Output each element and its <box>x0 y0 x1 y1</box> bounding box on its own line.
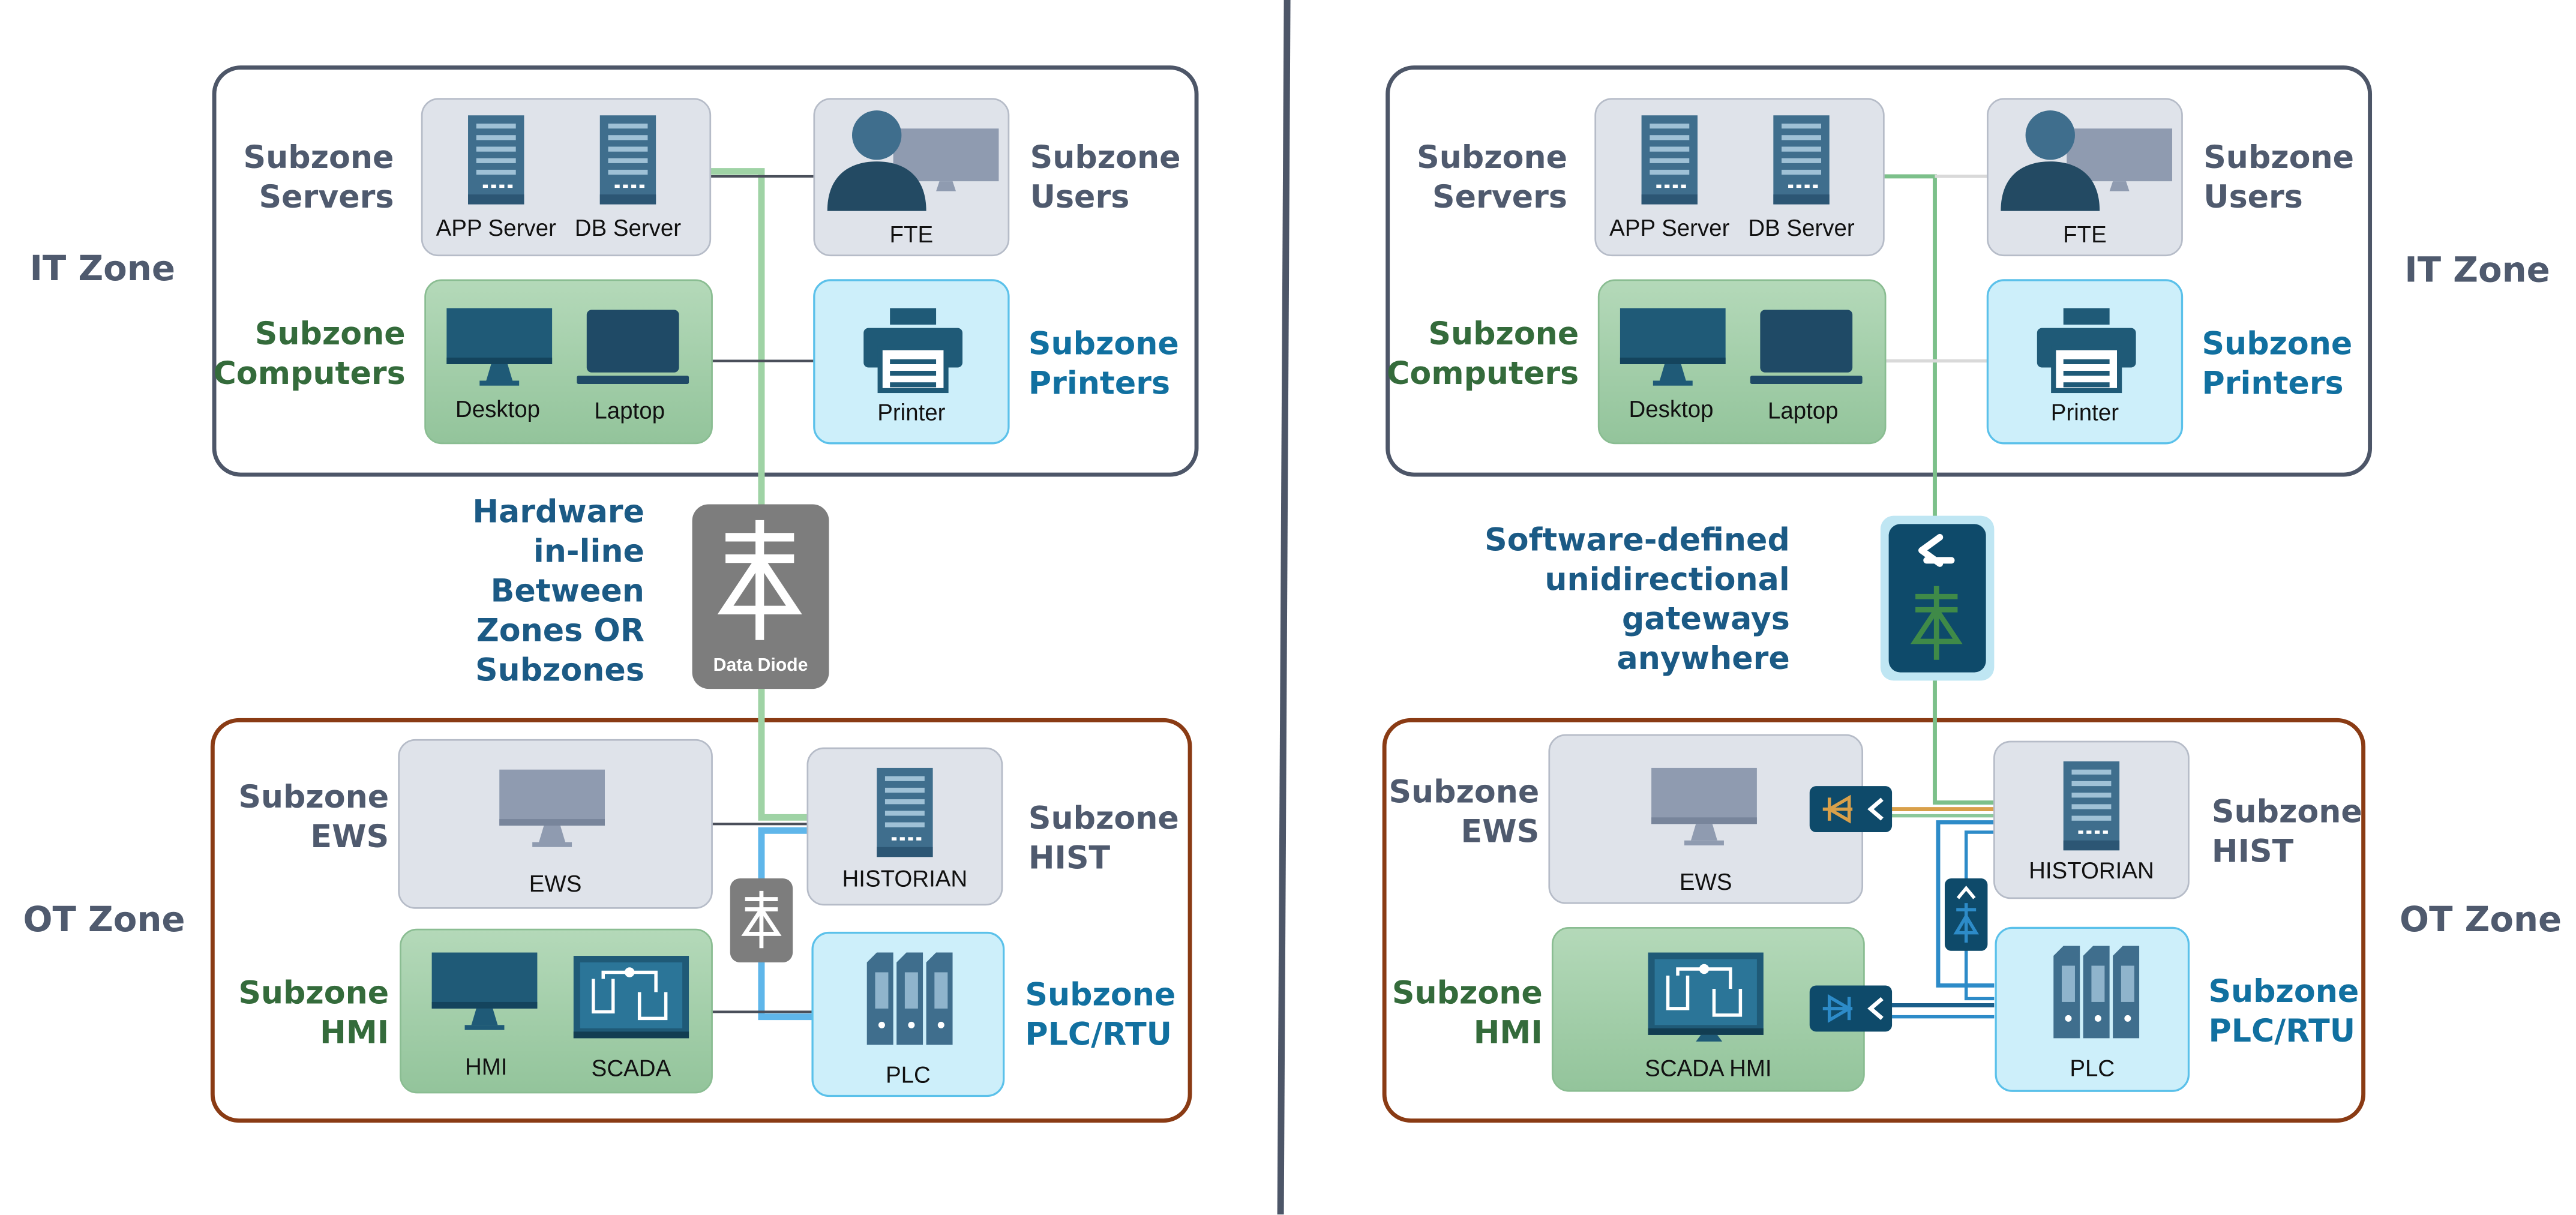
right-computers-label: Subzone Computers <box>1387 316 1579 392</box>
hmi-gateway-icon <box>1809 985 1893 1032</box>
desktop-label: Desktop <box>1629 395 1714 422</box>
hmi-label: HMI <box>464 1053 508 1080</box>
left-servers-label: Subzone Servers <box>243 140 394 216</box>
gateway-caption: Software-defined unidirectional gateways… <box>1485 522 1790 677</box>
left-hmi-label: Subzone HMI <box>238 975 389 1052</box>
right-hist-label: Subzone HIST <box>2211 794 2362 871</box>
right-plc-label: Subzone PLC/RTU <box>2208 974 2359 1050</box>
db-server-label: DB Server <box>1748 214 1855 241</box>
right-printers-label: Subzone Printers <box>2202 326 2353 403</box>
left-ews-label: Subzone EWS <box>238 779 389 856</box>
plc-icon <box>866 952 953 1045</box>
scada-hmi-icon <box>1648 953 1764 1035</box>
db-server-icon <box>1773 115 1830 205</box>
right-it-zone-title: IT Zone <box>2404 250 2550 290</box>
scada-label: SCADA <box>591 1054 671 1081</box>
ews-gateway-icon <box>1809 786 1893 833</box>
plc-label: PLC <box>2070 1054 2115 1081</box>
desktop-label: Desktop <box>455 395 540 422</box>
left-it-zone-title: IT Zone <box>29 248 175 289</box>
laptop-label: Laptop <box>594 397 665 424</box>
laptop-label: Laptop <box>1767 397 1839 424</box>
left-plc-label: Subzone PLC/RTU <box>1025 977 1176 1054</box>
diode-caption: Hardware in-line Between Zones OR Subzon… <box>472 494 644 689</box>
left-hist-label: Subzone HIST <box>1028 800 1179 877</box>
plc-label: PLC <box>885 1061 931 1088</box>
left-ot-zone-title: OT Zone <box>23 899 185 940</box>
right-users-label: Subzone Users <box>2203 140 2355 216</box>
app-server-label: APP Server <box>1609 214 1730 241</box>
center-divider <box>1277 0 1291 1215</box>
right-ot-zone-title: OT Zone <box>2400 899 2562 940</box>
scada-hmi-label: SCADA HMI <box>1645 1054 1772 1081</box>
db-server-icon <box>599 115 656 205</box>
fte-label: FTE <box>889 221 934 247</box>
ews-label: EWS <box>1679 868 1732 895</box>
right-servers-label: Subzone Servers <box>1417 140 1568 216</box>
right-green-path <box>1884 174 1995 805</box>
hist-plc-gateway-icon <box>1944 878 1988 951</box>
historian-icon <box>877 767 933 857</box>
historian-label: HISTORIAN <box>842 865 968 892</box>
right-hmi-label: Subzone HMI <box>1392 975 1543 1052</box>
left-printers-label: Subzone Printers <box>1028 326 1179 403</box>
historian-icon <box>2063 761 2120 851</box>
printer-label: Printer <box>2050 398 2119 425</box>
app-server-icon <box>1641 115 1698 205</box>
fte-label: FTE <box>2063 221 2107 247</box>
right-ews-label: Subzone EWS <box>1389 774 1540 851</box>
left-green-path <box>710 168 808 821</box>
ews-label: EWS <box>529 870 582 897</box>
app-server-label: APP Server <box>436 214 556 241</box>
printer-label: Printer <box>877 398 946 425</box>
historian-label: HISTORIAN <box>2029 857 2154 884</box>
plc-icon <box>2053 946 2140 1039</box>
scada-icon <box>574 956 689 1038</box>
left-users-label: Subzone Users <box>1030 140 1181 216</box>
db-server-label: DB Server <box>574 214 682 241</box>
left-computers-label: Subzone Computers <box>213 316 406 392</box>
app-server-icon <box>468 115 524 205</box>
data-diode-label: Data Diode <box>713 656 808 676</box>
